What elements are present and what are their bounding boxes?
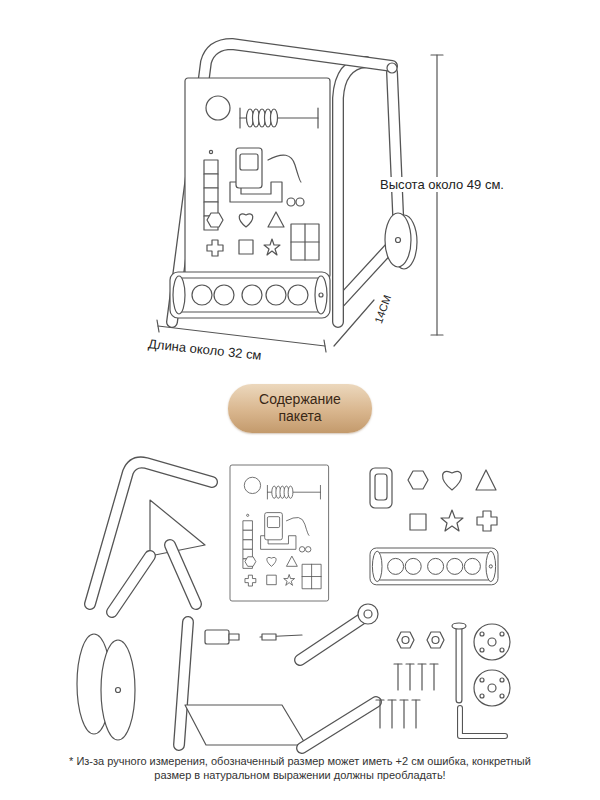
walker-wheel [385, 213, 411, 267]
walker-frame [338, 62, 366, 322]
small-parts [397, 632, 414, 648]
small-parts [474, 624, 510, 660]
dimension-lines [334, 300, 374, 346]
small-parts [500, 694, 504, 698]
small-parts [412, 699, 420, 700]
small-parts [415, 700, 416, 728]
footnote: * Из-за ручного измерения, обозначенный … [52, 754, 548, 782]
small-parts [432, 637, 439, 644]
roller [170, 272, 330, 318]
dimension-lines [157, 55, 443, 352]
side-frame-part [90, 462, 212, 604]
walker-wheel [385, 213, 417, 269]
small-parts [474, 670, 510, 706]
small-parts [229, 634, 239, 640]
small-parts [480, 678, 484, 682]
activity-panel [185, 78, 330, 278]
small-parts [409, 664, 410, 690]
side-frame-part [170, 545, 196, 604]
small-parts [433, 664, 434, 690]
shape-blocks [441, 510, 463, 531]
small-parts [460, 708, 505, 736]
small-parts [388, 699, 396, 700]
side-frame-part [112, 556, 150, 612]
small-parts [300, 616, 366, 660]
small-parts [480, 632, 484, 636]
small-parts [400, 699, 408, 700]
small-parts [456, 628, 463, 700]
small-parts [500, 678, 504, 682]
shape-blocks [477, 511, 497, 531]
small-parts [262, 634, 276, 640]
shape-blocks [476, 470, 496, 490]
small-parts [391, 700, 392, 728]
roller-part [370, 548, 498, 585]
small-parts [302, 702, 376, 748]
badge-text: Содержание пакета [244, 391, 356, 426]
shape-blocks [370, 468, 392, 508]
wheel-parts [101, 640, 135, 740]
small-parts [430, 663, 438, 664]
walker-frame [392, 72, 399, 236]
small-parts [480, 694, 484, 698]
small-parts [179, 622, 188, 745]
small-parts [488, 684, 496, 692]
dimension-lines [431, 334, 443, 335]
wheel-parts [116, 688, 121, 693]
small-parts [376, 699, 384, 700]
small-parts [379, 700, 380, 728]
small-parts [460, 708, 505, 736]
walker-frame [338, 62, 366, 322]
panel-part [230, 465, 329, 601]
small-parts [179, 622, 188, 745]
small-parts [179, 604, 510, 748]
side-frame-part [90, 462, 212, 612]
small-parts [402, 637, 409, 644]
dimension-lines [431, 54, 443, 55]
small-parts [358, 604, 378, 624]
small-parts [364, 610, 372, 618]
small-parts [397, 664, 398, 690]
walker-frame [392, 72, 399, 236]
shape-blocks [410, 514, 426, 530]
small-parts [457, 628, 462, 700]
small-parts [421, 664, 422, 690]
dimension-label: 14CM [371, 291, 394, 326]
small-parts [480, 648, 484, 652]
small-parts [500, 632, 504, 636]
dimension-lines [157, 320, 159, 332]
walker-wheel [396, 238, 401, 243]
small-parts [500, 648, 504, 652]
dimension-label: Длина около 32 см [146, 335, 265, 362]
shape-blocks [443, 471, 462, 490]
dimension-lines [324, 340, 326, 352]
walker-frame [387, 63, 397, 73]
small-parts [205, 630, 229, 644]
wheel-parts [77, 634, 135, 740]
small-parts [394, 663, 402, 664]
dimension-label: Высота около 49 см. [378, 177, 506, 192]
small-parts [185, 705, 306, 745]
small-parts [403, 700, 404, 728]
side-frame-part [112, 556, 150, 612]
side-frame-part [170, 545, 196, 604]
shape-blocks [408, 471, 428, 489]
small-parts [488, 638, 496, 646]
small-parts [302, 702, 376, 748]
section-badge: Содержание пакета [228, 384, 372, 433]
side-frame-part [90, 462, 212, 604]
shape-blocks [375, 474, 387, 500]
small-parts [300, 616, 366, 660]
small-parts [406, 663, 414, 664]
dimension-lines [436, 55, 437, 335]
small-parts [418, 663, 426, 664]
small-parts [452, 623, 466, 629]
shape-blocks [370, 468, 497, 531]
small-parts [427, 632, 444, 648]
